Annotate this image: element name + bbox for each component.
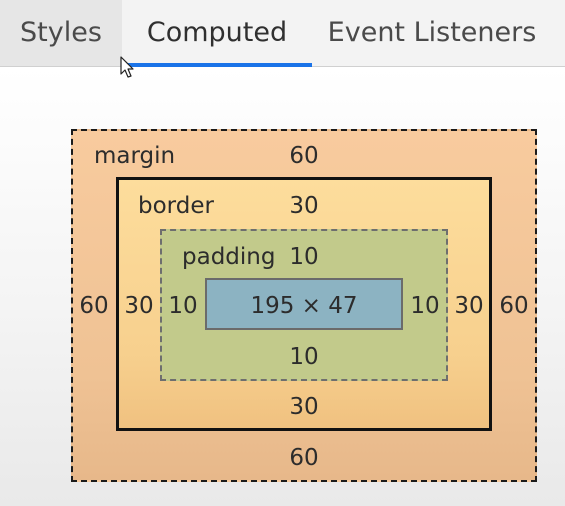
margin-right-value[interactable]: 60 <box>499 293 529 319</box>
padding-label: padding <box>182 244 276 270</box>
border-right-value[interactable]: 30 <box>454 293 484 319</box>
border-top-value[interactable]: 30 <box>289 193 319 219</box>
padding-top-value[interactable]: 10 <box>289 244 319 270</box>
content-box[interactable] <box>205 278 403 330</box>
padding-left-value[interactable]: 10 <box>168 293 198 319</box>
tab-styles[interactable]: Styles <box>0 0 122 66</box>
margin-left-value[interactable]: 60 <box>79 293 109 319</box>
tab-computed[interactable]: Computed <box>122 0 312 67</box>
border-left-value[interactable]: 30 <box>124 293 154 319</box>
border-bottom-value[interactable]: 30 <box>289 394 319 420</box>
devtools-tab-bar: Styles Computed Event Listeners <box>0 0 565 67</box>
padding-bottom-value[interactable]: 10 <box>289 344 319 370</box>
margin-bottom-value[interactable]: 60 <box>289 445 319 471</box>
padding-right-value[interactable]: 10 <box>410 293 440 319</box>
tab-event-listeners[interactable]: Event Listeners <box>327 17 537 48</box>
content-size-value[interactable]: 195 × 47 <box>250 293 358 319</box>
mouse-cursor-icon <box>120 56 134 78</box>
margin-label: margin <box>94 143 176 169</box>
margin-top-value[interactable]: 60 <box>289 143 319 169</box>
border-label: border <box>138 193 214 219</box>
